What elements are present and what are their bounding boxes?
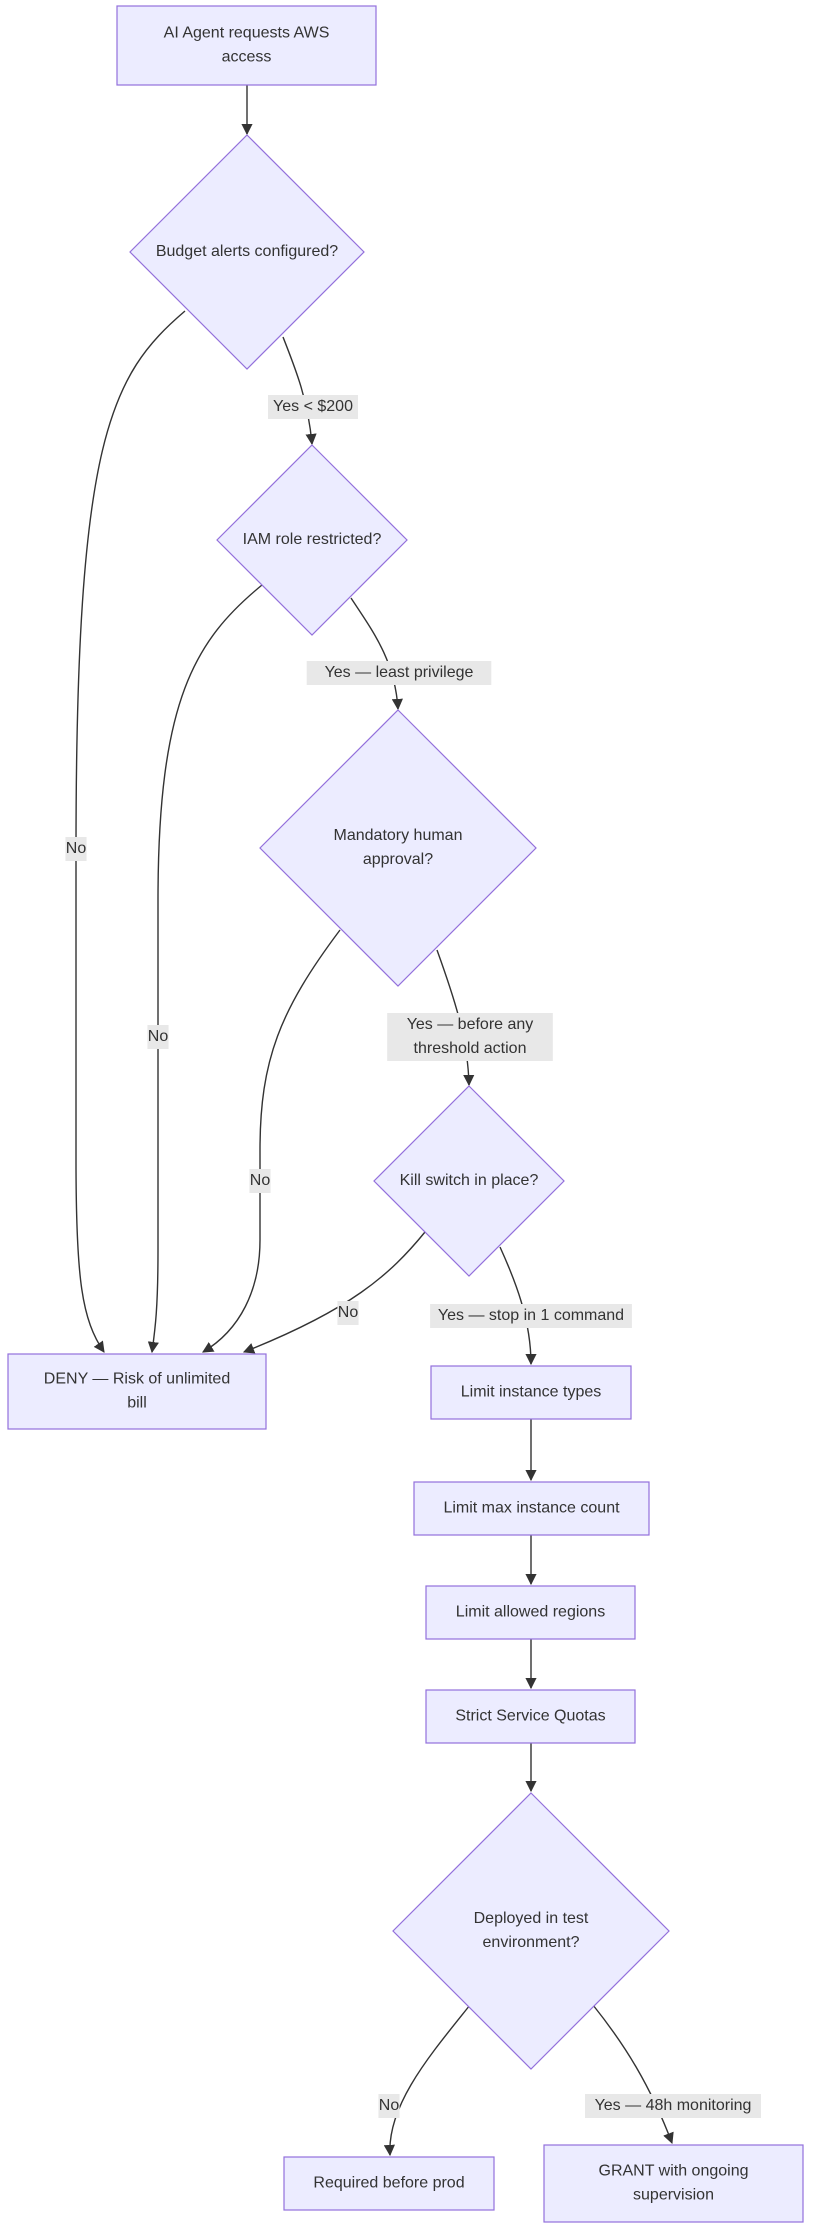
limit-instance-types-node: Limit instance types <box>430 1365 632 1420</box>
edge-iam-no <box>147 584 263 1354</box>
edge-label-approval-yes-text: threshold action <box>414 1040 527 1057</box>
required-before-prod-node-box <box>283 2156 495 2211</box>
limit-max-count-node: Limit max instance count <box>413 1481 650 1536</box>
approval-decision-diamond <box>259 709 537 987</box>
edge-label-approval-yes-bg <box>387 1013 553 1061</box>
test-environment-decision-label: Deployed in test <box>474 1910 589 1927</box>
budget-decision-label: Budget alerts configured? <box>156 243 338 260</box>
limit-max-count-node-label: Limit max instance count <box>443 1500 620 1517</box>
edge-label-test-yes-text: Yes — 48h monitoring <box>595 2097 752 2114</box>
deny-node: DENY — Risk of unlimited bill <box>7 1353 267 1430</box>
edge-label-iam-yes: Yes — least privilege <box>306 661 492 685</box>
edge-label-budget-no: No <box>65 837 87 861</box>
service-quotas-node-box <box>425 1689 636 1744</box>
edge-label-test-no: No <box>378 2094 400 2118</box>
limit-regions-node-label: Limit allowed regions <box>456 1604 605 1621</box>
test-environment-decision: Deployed in test environment? <box>392 1792 670 2070</box>
edge-label-approval-yes-text: Yes — before any <box>407 1016 534 1033</box>
edge-label-iam-no-text: No <box>148 1028 169 1045</box>
edge-label-kill-yes: Yes — stop in 1 command <box>430 1304 632 1328</box>
edge-label-budget-yes-text: Yes < $200 <box>273 398 353 415</box>
limit-instance-types-node-box <box>430 1365 632 1420</box>
start-node-label: access <box>222 49 272 66</box>
iam-decision: IAM role restricted? <box>216 444 408 636</box>
edge-label-kill-no: No <box>337 1301 359 1325</box>
edge-label-approval-no: No <box>249 1169 271 1193</box>
limit-instance-types-node-label: Limit instance types <box>461 1384 602 1401</box>
limit-max-count-node-box <box>413 1481 650 1536</box>
deny-node-box <box>7 1353 267 1430</box>
budget-decision-diamond <box>129 134 365 370</box>
iam-decision-diamond <box>216 444 408 636</box>
edge-label-kill-yes-text: Yes — stop in 1 command <box>438 1307 624 1324</box>
edge-test-yes <box>592 2004 674 2145</box>
edge-label-kill-no-bg <box>337 1301 359 1325</box>
edge-label-budget-yes-bg <box>268 395 358 419</box>
grant-node-box <box>543 2144 804 2223</box>
edge-label-test-yes: Yes — 48h monitoring <box>585 2094 761 2118</box>
edge-label-budget-no-text: No <box>66 840 87 857</box>
edge-label-iam-no: No <box>147 1025 169 1049</box>
grant-node: GRANT with ongoing supervision <box>543 2144 804 2223</box>
iam-decision-label: IAM role restricted? <box>243 531 382 548</box>
edge-label-kill-no-text: No <box>338 1304 359 1321</box>
edge-label-kill-yes-bg <box>430 1304 632 1328</box>
edge-label-approval-yes: Yes — before any threshold action <box>387 1013 553 1061</box>
required-before-prod-node: Required before prod <box>283 2156 495 2211</box>
edge-test-no <box>383 2004 471 2157</box>
test-environment-decision-label: environment? <box>483 1934 580 1951</box>
test-environment-decision-diamond <box>392 1792 670 2070</box>
limit-regions-node: Limit allowed regions <box>425 1585 636 1640</box>
edge-label-test-yes-bg <box>585 2094 761 2118</box>
service-quotas-node: Strict Service Quotas <box>425 1689 636 1744</box>
approval-decision-label: approval? <box>363 851 433 868</box>
edge-label-budget-yes: Yes < $200 <box>268 395 358 419</box>
start-node-label: AI Agent requests AWS <box>164 25 330 42</box>
service-quotas-node-label: Strict Service Quotas <box>455 1708 605 1725</box>
edge-label-iam-yes-bg <box>306 661 492 685</box>
grant-node-label: supervision <box>633 2187 714 2204</box>
grant-node-label: GRANT with ongoing <box>599 2163 749 2180</box>
edge-budget-yes <box>282 336 317 446</box>
edge-label-iam-no-bg <box>147 1025 169 1049</box>
limit-regions-node-box <box>425 1585 636 1640</box>
edge-label-budget-no-bg <box>65 837 87 861</box>
start-node-box <box>116 5 377 86</box>
edge-label-approval-no-bg <box>249 1169 271 1193</box>
edge-label-test-no-bg <box>378 2094 400 2118</box>
start-node: AI Agent requests AWS access <box>116 5 377 86</box>
approval-decision-label: Mandatory human <box>334 827 463 844</box>
kill-switch-decision-label: Kill switch in place? <box>400 1172 539 1189</box>
kill-switch-decision-diamond <box>373 1085 565 1277</box>
kill-switch-decision: Kill switch in place? <box>373 1085 565 1277</box>
edge-label-approval-no-text: No <box>250 1172 271 1189</box>
deny-node-label: DENY — Risk of unlimited <box>44 1371 230 1388</box>
deny-node-label: bill <box>127 1395 147 1412</box>
edge-label-test-no-text: No <box>379 2097 400 2114</box>
edge-kill-no <box>242 1231 426 1354</box>
budget-decision: Budget alerts configured? <box>129 134 365 370</box>
edge-iam-yes <box>350 597 403 711</box>
edge-kill-yes <box>499 1246 537 1366</box>
edge-label-iam-yes-text: Yes — least privilege <box>325 664 474 681</box>
edge-budget-no <box>75 310 186 1353</box>
approval-decision: Mandatory human approval? <box>259 709 537 987</box>
edge-approval-no <box>202 929 341 1353</box>
required-before-prod-node-label: Required before prod <box>313 2175 464 2192</box>
